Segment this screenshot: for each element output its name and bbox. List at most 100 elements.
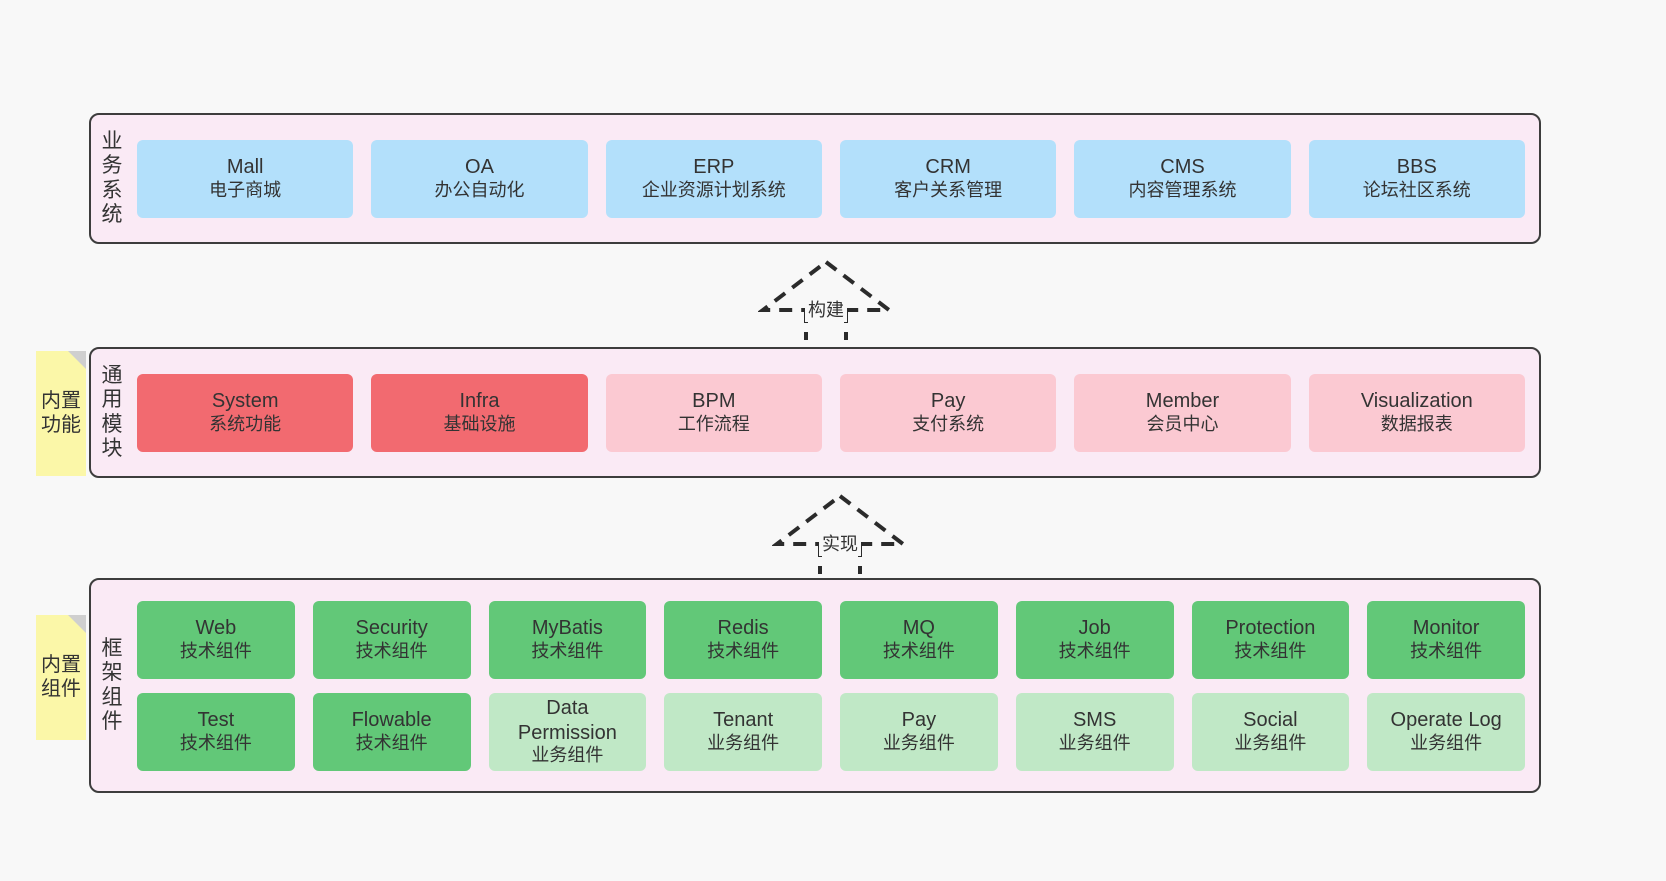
component-desc: 技术组件 bbox=[355, 640, 428, 661]
note-builtin-features-text: 内置功能 bbox=[41, 390, 81, 436]
note-builtin-features: 内置功能 bbox=[36, 351, 86, 476]
component-name: Monitor bbox=[1412, 617, 1480, 640]
component-desc: 技术组件 bbox=[1234, 640, 1307, 661]
connector-build-label: 构建 bbox=[805, 296, 847, 322]
layer-business-title: 业务系统 bbox=[101, 129, 123, 226]
component-desc: 论坛社区系统 bbox=[1362, 179, 1471, 200]
component-desc: 技术组件 bbox=[179, 640, 252, 661]
component-desc: 技术组件 bbox=[1058, 640, 1131, 661]
component-name: Social bbox=[1243, 709, 1298, 732]
component-name: Operate Log bbox=[1390, 709, 1502, 732]
component-name: OA bbox=[465, 156, 494, 179]
component-desc: 业务组件 bbox=[1410, 732, 1483, 753]
component-desc: 技术组件 bbox=[1410, 640, 1483, 661]
connector-build: 构建 bbox=[757, 258, 895, 340]
component-desc: 技术组件 bbox=[531, 640, 604, 661]
component-name: MyBatis bbox=[531, 617, 603, 640]
component-desc: 内容管理系统 bbox=[1128, 179, 1237, 200]
component-name: CMS bbox=[1160, 156, 1205, 179]
component-name: Tenant bbox=[713, 709, 774, 732]
component-name: Visualization bbox=[1360, 390, 1473, 413]
component-desc: 技术组件 bbox=[882, 640, 955, 661]
component-desc: 客户关系管理 bbox=[894, 179, 1003, 200]
connector-implement-label: 实现 bbox=[819, 530, 861, 556]
connector-implement: 实现 bbox=[771, 492, 909, 574]
component-name: Data Permission bbox=[517, 697, 617, 744]
component-name: SMS bbox=[1072, 709, 1117, 732]
component-name: CRM bbox=[925, 156, 971, 179]
component-desc: 电子商城 bbox=[209, 179, 282, 200]
component-name: Infra bbox=[459, 390, 500, 413]
component-name: BBS bbox=[1396, 156, 1437, 179]
component-name: Pay bbox=[901, 709, 937, 732]
component-desc: 业务组件 bbox=[882, 732, 955, 753]
component-desc: 会员中心 bbox=[1146, 413, 1219, 434]
component-desc: 技术组件 bbox=[355, 732, 428, 753]
component-name: MQ bbox=[902, 617, 935, 640]
layer-framework-title: 框架组件 bbox=[101, 636, 123, 733]
note-builtin-components-text: 内置组件 bbox=[41, 654, 81, 700]
component-name: Flowable bbox=[351, 709, 432, 732]
component-desc: 基础设施 bbox=[443, 413, 516, 434]
component-name: Protection bbox=[1225, 617, 1316, 640]
component-name: Web bbox=[195, 617, 237, 640]
component-name: ERP bbox=[693, 156, 735, 179]
layer-modules-title: 通用模块 bbox=[101, 363, 123, 460]
component-desc: 工作流程 bbox=[677, 413, 750, 434]
component-name: Security bbox=[355, 617, 428, 640]
note-builtin-components: 内置组件 bbox=[36, 615, 86, 740]
component-desc: 业务组件 bbox=[1234, 732, 1307, 753]
component-desc: 系统功能 bbox=[209, 413, 282, 434]
component-name: Member bbox=[1145, 390, 1220, 413]
note-fold-corner bbox=[68, 615, 86, 633]
component-desc: 业务组件 bbox=[531, 744, 604, 765]
component-desc: 技术组件 bbox=[179, 732, 252, 753]
component-name: Pay bbox=[930, 390, 966, 413]
component-desc: 业务组件 bbox=[1058, 732, 1131, 753]
component-name: BPM bbox=[692, 390, 736, 413]
component-name: Test bbox=[197, 709, 235, 732]
component-name: Job bbox=[1078, 617, 1111, 640]
component-desc: 企业资源计划系统 bbox=[641, 179, 786, 200]
component-name: Redis bbox=[717, 617, 769, 640]
component-desc: 技术组件 bbox=[707, 640, 780, 661]
component-desc: 数据报表 bbox=[1380, 413, 1453, 434]
component-name: System bbox=[211, 390, 279, 413]
